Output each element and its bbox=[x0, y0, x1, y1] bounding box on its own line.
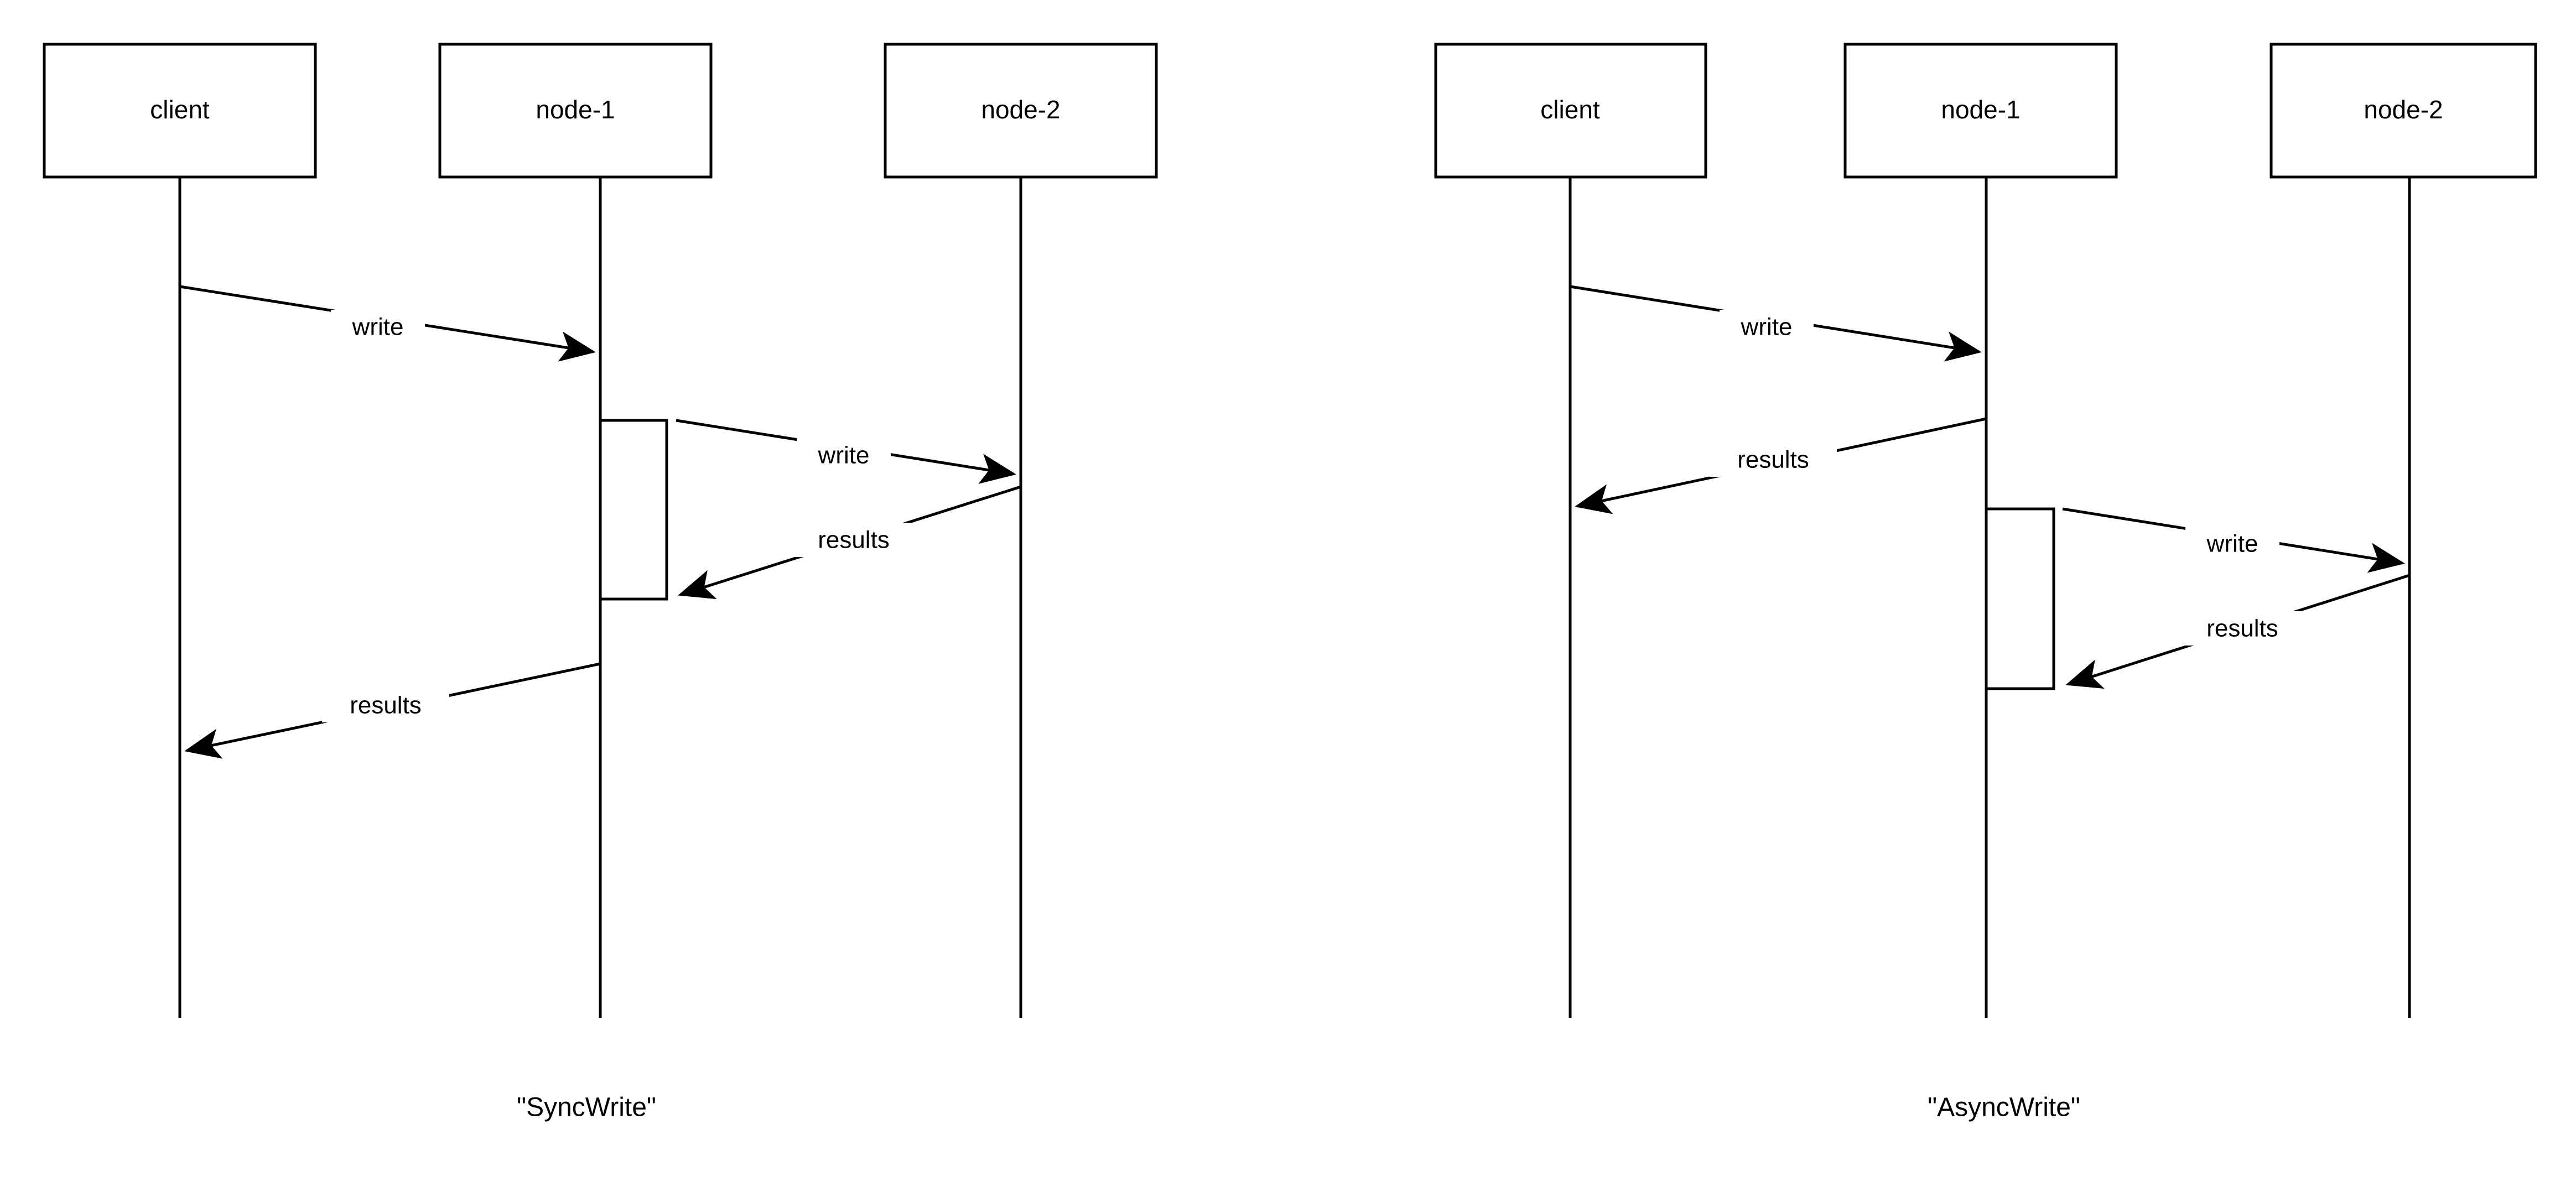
message-label-results-node2-node1: results bbox=[818, 527, 890, 554]
participant-label-node-2: node-2 bbox=[981, 95, 1060, 124]
diagram-sync-write: client node-1 node-2 write write results… bbox=[43, 43, 1158, 1122]
message-label-bg-3 bbox=[790, 523, 917, 557]
participant-box-node-1-async[interactable] bbox=[1843, 43, 2118, 179]
participant-box-node-2-async[interactable] bbox=[2269, 43, 2537, 179]
message-label-bg-a2 bbox=[1710, 443, 1837, 477]
participant-label-client: client bbox=[150, 95, 210, 124]
message-label-bg-a4 bbox=[2179, 611, 2306, 646]
diagram-async-write: client node-1 node-2 write results write… bbox=[1434, 43, 2537, 1122]
message-label-bg-a3 bbox=[2185, 527, 2279, 561]
message-label-results-node2-node1-async: results bbox=[2206, 615, 2278, 642]
participant-box-node-1[interactable] bbox=[438, 43, 713, 179]
participant-label-client-async: client bbox=[1540, 95, 1600, 124]
message-label-bg-4 bbox=[322, 688, 449, 722]
message-label-bg-a1 bbox=[1720, 310, 1814, 344]
participant-box-client-async[interactable] bbox=[1434, 43, 1707, 179]
diagram-caption-sync-write: "SyncWrite" bbox=[517, 1093, 656, 1122]
message-label-write-client-node1-async: write bbox=[1741, 314, 1793, 341]
message-label-bg-2 bbox=[797, 438, 891, 472]
message-label-results-node1-client-async: results bbox=[1737, 446, 1809, 473]
message-label-results-node1-client: results bbox=[350, 692, 422, 719]
participant-box-client[interactable] bbox=[43, 43, 317, 179]
activation-box-node-1-async bbox=[1985, 507, 2055, 690]
participant-label-node-1-async: node-1 bbox=[1941, 95, 2020, 124]
participant-label-node-1: node-1 bbox=[536, 95, 615, 124]
message-label-write-node1-node2: write bbox=[818, 442, 870, 469]
message-label-write-node1-node2-async: write bbox=[2206, 530, 2258, 558]
diagram-caption-async-write: "AsyncWrite" bbox=[1928, 1093, 2080, 1122]
participant-box-node-2[interactable] bbox=[884, 43, 1158, 179]
activation-box-node-1 bbox=[599, 419, 668, 601]
message-label-bg-1 bbox=[331, 310, 425, 344]
participant-label-node-2-async: node-2 bbox=[2364, 95, 2443, 124]
message-label-write-client-node1: write bbox=[352, 314, 404, 341]
